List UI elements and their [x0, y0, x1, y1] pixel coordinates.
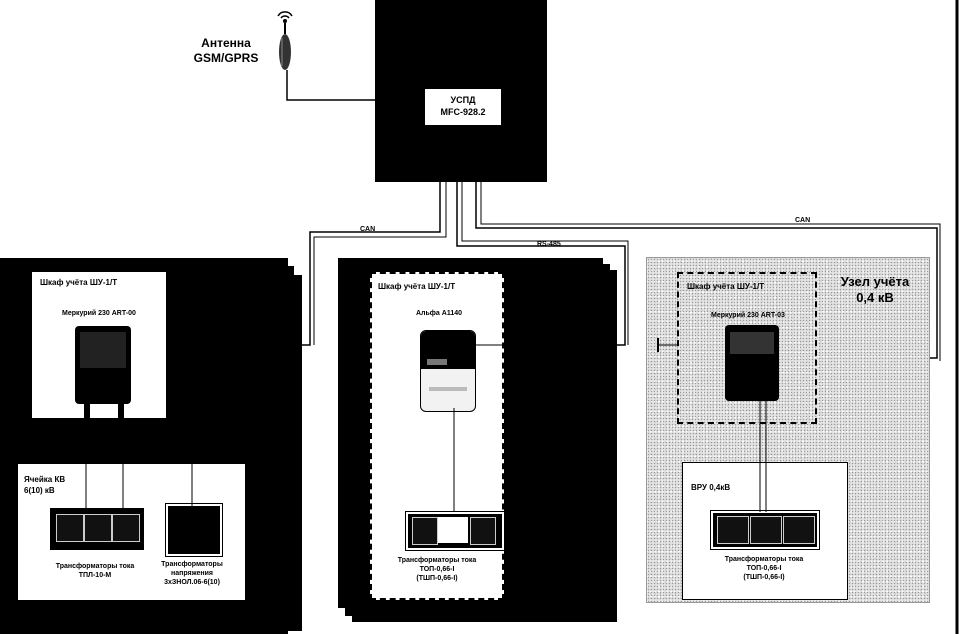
antenna-label-line2: GSM/GPRS	[193, 51, 259, 65]
middle-meter-dots	[429, 387, 467, 391]
left-ct-label: Трансформаторы тока ТПЛ-10-М	[36, 562, 154, 580]
left-ct-box	[50, 508, 144, 550]
middle-ct-2	[470, 517, 496, 545]
left-ct-3	[112, 514, 140, 542]
middle-ct-label-line2: ТОП-0,66-I	[419, 566, 455, 573]
antenna	[270, 8, 300, 72]
left-meter-label: Меркурий 230 ART-00	[62, 310, 136, 317]
right-meter-label: Меркурий 230 ART-03	[711, 312, 785, 319]
right-ct-1	[717, 516, 749, 544]
left-meter-leg-1	[84, 404, 90, 422]
middle-ct-label-line1: Трансформаторы тока	[397, 557, 477, 564]
left-vt-label-line1: Трансформаторы	[161, 561, 223, 568]
right-ct-label: Трансформаторы тока ТОП-0,66-I (ТШП-0,66…	[697, 555, 831, 582]
uspd-name: УСПД	[450, 95, 476, 105]
right-meter-screen	[730, 332, 774, 354]
uspd-model: MFC-928.2	[440, 107, 486, 117]
right-ct-box	[710, 510, 820, 550]
right-vru-title: ВРУ 0,4кВ	[691, 483, 731, 492]
right-ct-2	[750, 516, 782, 544]
can-right-label: CAN	[795, 217, 811, 224]
right-node-title-line1: Узел учёта	[840, 274, 910, 289]
left-ct-label-line2: ТПЛ-10-М	[78, 572, 112, 579]
left-vt-label-line2: напряжения	[171, 570, 213, 577]
antenna-label-line1: Антенна	[201, 36, 251, 50]
left-meter-screen	[80, 332, 126, 368]
rs485-label: RS-485	[537, 241, 561, 248]
left-cell-title: Ячейка КВ 6(10) кВ	[24, 474, 65, 496]
middle-ct-box	[405, 511, 505, 551]
left-vt-label-line3: 3хЗНОЛ.06-6(10)	[164, 579, 220, 586]
right-ct-label-line2: ТОП-0,66-I	[746, 565, 782, 572]
left-ct-label-line1: Трансформаторы тока	[55, 563, 135, 570]
left-cabinet-title: Шкаф учёта ШУ-1/Т	[40, 278, 118, 287]
right-ct-label-line1: Трансформаторы тока	[724, 556, 804, 563]
left-vt-box	[165, 503, 223, 557]
left-ct-1	[56, 514, 84, 542]
left-cell: Ячейка КВ 6(10) кВ Трансформаторы тока Т…	[18, 464, 245, 600]
uspd-label-box: УСПД MFC-928.2	[424, 88, 502, 126]
antenna-icon	[277, 11, 293, 70]
right-ct-label-line3: (ТШП-0,66-I)	[743, 574, 785, 581]
antenna-label: Антенна GSM/GPRS	[186, 36, 266, 66]
right-node-title-line2: 0,4 кВ	[856, 290, 894, 305]
middle-cabinet-title: Шкаф учёта ШУ-1/Т	[378, 282, 456, 291]
middle-meter-screen	[427, 359, 447, 365]
middle-ct-label: Трансформаторы тока ТОП-0,66-I (ТШП-0,66…	[372, 556, 502, 583]
middle-meter-label: Альфа А1140	[416, 310, 463, 317]
left-ct-2	[84, 514, 112, 542]
middle-cabinet: Шкаф учёта ШУ-1/Т Альфа А1140 Трансформа…	[370, 272, 505, 600]
can-left-label: CAN	[360, 226, 376, 233]
right-node-title: Узел учёта 0,4 кВ	[830, 274, 920, 306]
left-cell-title-line1: Ячейка КВ	[24, 475, 66, 484]
middle-ct-label-line3: (ТШП-0,66-I)	[416, 575, 458, 582]
middle-ct-gap	[438, 517, 468, 543]
right-ct-3	[783, 516, 815, 544]
middle-ct-1	[412, 517, 438, 545]
middle-meter	[420, 330, 476, 412]
left-cell-title-line2: 6(10) кВ	[24, 486, 55, 495]
left-vt-label: Трансформаторы напряжения 3хЗНОЛ.06-6(10…	[144, 560, 240, 587]
right-vru: ВРУ 0,4кВ Трансформаторы тока ТОП-0,66-I…	[682, 462, 848, 600]
right-cabinet-title: Шкаф учёта ШУ-1/Т	[687, 282, 765, 291]
left-meter-leg-2	[118, 404, 124, 422]
